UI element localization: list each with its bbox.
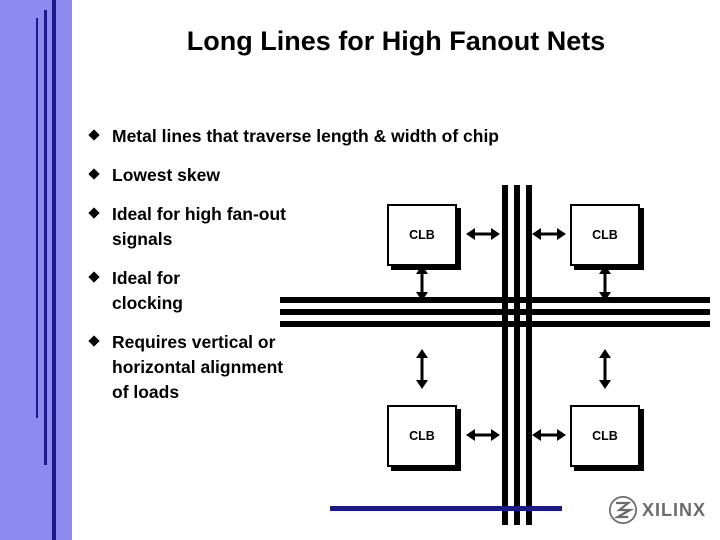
clb-block-bottom-left: CLB [387,405,457,467]
bullet-text-1: Metal lines that traverse length & width… [112,126,499,146]
bullet-list: Metal lines that traverse length & width… [88,124,670,419]
clb-block-top-left: CLB [387,204,457,266]
xilinx-logo: XILINX [608,496,706,524]
bullet-text-2: Lowest skew [112,165,220,185]
slide-title: Long Lines for High Fanout Nets [186,26,606,56]
top-right-horizontal-arrow [532,225,566,243]
vertical-long-line-1 [502,185,508,525]
clb-label: CLB [409,228,435,242]
xilinx-logo-icon [608,496,637,524]
bullet-item-5: Requires vertical or horizontal alignmen… [88,330,670,405]
bullet-item-3: Ideal for high fan-out signals [88,202,670,252]
left-decorative-band [0,0,72,540]
xilinx-logo-text: XILINX [641,499,706,520]
bullet-text-3: Ideal for high fan-out signals [112,204,287,249]
bullet-text-5: Requires vertical or horizontal alignmen… [112,332,284,402]
band-line-3 [36,18,38,418]
footer-rule [330,506,562,511]
clb-label: CLB [409,429,435,443]
horizontal-long-line-3 [280,321,710,327]
top-left-horizontal-arrow [466,225,500,243]
vertical-long-line-3 [526,185,532,525]
bottom-right-horizontal-arrow [532,426,566,444]
long-lines-diagram: CLB CLB CLB CLB [280,185,710,525]
bottom-right-vertical-arrow [596,349,614,389]
horizontal-long-line-2 [280,309,710,315]
clb-label: CLB [592,429,618,443]
bullet-item-4: Ideal for clocking [88,266,670,316]
band-line-2 [44,10,47,465]
clb-label: CLB [592,228,618,242]
clb-block-bottom-right: CLB [570,405,640,467]
bullet-text-4: Ideal for clocking [112,268,183,313]
band-line-1 [52,0,56,540]
clb-block-top-right: CLB [570,204,640,266]
bullet-item-1: Metal lines that traverse length & width… [88,124,670,149]
bottom-left-horizontal-arrow [466,426,500,444]
bullet-item-2: Lowest skew [88,163,670,188]
top-right-vertical-arrow [596,265,614,301]
bottom-left-vertical-arrow [413,349,431,389]
top-left-vertical-arrow [413,265,431,301]
horizontal-long-line-1 [280,297,710,303]
vertical-long-line-2 [514,185,520,525]
